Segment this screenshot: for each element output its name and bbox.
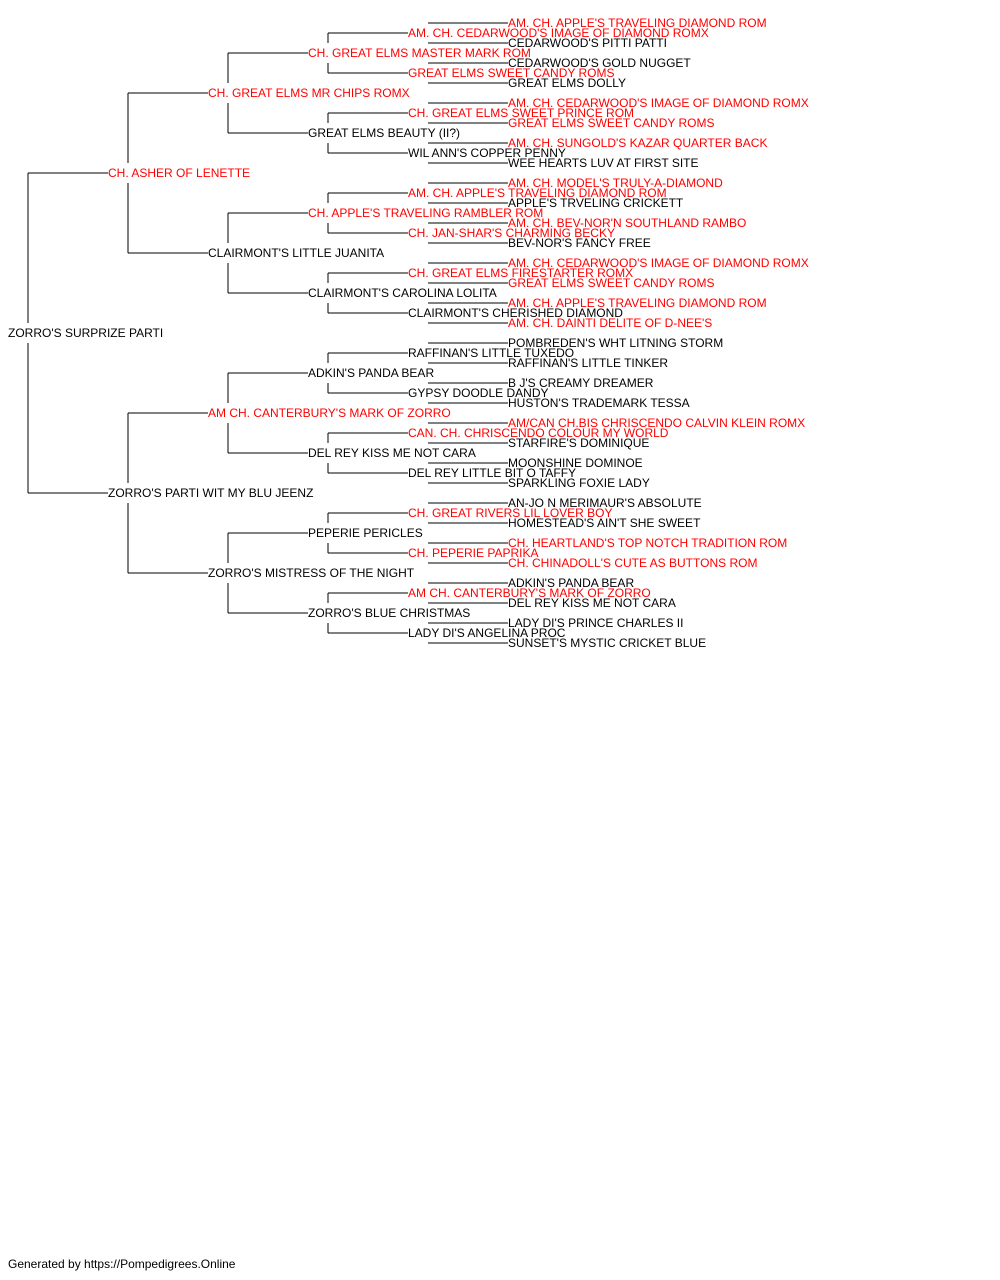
undefined-name-champion: AM. CH. DAINTI DELITE OF D-NEE'S — [508, 316, 712, 330]
undefined-name-champion: CH. HEARTLAND'S TOP NOTCH TRADITION ROM — [508, 536, 787, 550]
grandparent-name: CLAIRMONT'S LITTLE JUANITA — [208, 246, 384, 260]
great-grandparent-name-champion: CH. GREAT ELMS MASTER MARK ROM — [308, 46, 531, 60]
undefined-name: AN-JO N MERIMAUR'S ABSOLUTE — [508, 496, 702, 510]
undefined-name: RAFFINAN'S LITTLE TINKER — [508, 356, 668, 370]
undefined-name: SPARKLING FOXIE LADY — [508, 476, 650, 490]
undefined-name-champion: AM. CH. CEDARWOOD'S IMAGE OF DIAMOND ROM… — [508, 256, 809, 270]
undefined-name: BEV-NOR'S FANCY FREE — [508, 236, 651, 250]
great-great-grandparent-name: DEL REY LITTLE BIT O TAFFY — [408, 466, 576, 480]
grandparent-name: ZORRO'S MISTRESS OF THE NIGHT — [208, 566, 415, 580]
undefined-name: STARFIRE'S DOMINIQUE — [508, 436, 649, 450]
undefined-name: APPLE'S TRVELING CRICKETT — [508, 196, 684, 210]
undefined-name: HOMESTEAD'S AIN'T SHE SWEET — [508, 516, 701, 530]
great-grandparent-name-champion: CH. APPLE'S TRAVELING RAMBLER ROM — [308, 206, 543, 220]
undefined-name: DEL REY KISS ME NOT CARA — [508, 596, 676, 610]
great-grandparent-name: GREAT ELMS BEAUTY (II?) — [308, 126, 460, 140]
undefined-name-champion: AM. CH. MODEL'S TRULY-A-DIAMOND — [508, 176, 723, 190]
great-great-grandparent-name-champion: AM. CH. APPLE'S TRAVELING DIAMOND ROM — [408, 186, 667, 200]
subject-name: ZORRO'S SURPRIZE PARTI — [8, 326, 163, 340]
great-grandparent-name: DEL REY KISS ME NOT CARA — [308, 446, 476, 460]
great-great-grandparent-name: WIL ANN'S COPPER PENNY — [408, 146, 566, 160]
undefined-name: HUSTON'S TRADEMARK TESSA — [508, 396, 690, 410]
undefined-name-champion: AM. CH. APPLE'S TRAVELING DIAMOND ROM — [508, 296, 767, 310]
undefined-name-champion: AM. CH. APPLE'S TRAVELING DIAMOND ROM — [508, 16, 767, 30]
undefined-name-champion: GREAT ELMS SWEET CANDY ROMS — [508, 116, 714, 130]
great-great-grandparent-name-champion: AM. CH. CEDARWOOD'S IMAGE OF DIAMOND ROM… — [408, 26, 709, 40]
undefined-name: CEDARWOOD'S PITTI PATTI — [508, 36, 667, 50]
undefined-name-champion: CH. CHINADOLL'S CUTE AS BUTTONS ROM — [508, 556, 757, 570]
great-great-grandparent-name: LADY DI'S ANGELINA PROC — [408, 626, 566, 640]
great-great-grandparent-name-champion: AM CH. CANTERBURY'S MARK OF ZORRO — [408, 586, 651, 600]
undefined-name-champion: AM. CH. SUNGOLD'S KAZAR QUARTER BACK — [508, 136, 767, 150]
undefined-name: B J'S CREAMY DREAMER — [508, 376, 654, 390]
great-great-grandparent-name-champion: CH. GREAT ELMS SWEET PRINCE ROM — [408, 106, 634, 120]
great-great-grandparent-name: CLAIRMONT'S CHERISHED DIAMOND — [408, 306, 623, 320]
great-grandparent-name: CLAIRMONT'S CAROLINA LOLITA — [308, 286, 497, 300]
great-grandparent-name: ZORRO'S BLUE CHRISTMAS — [308, 606, 470, 620]
great-great-grandparent-name-champion: CH. GREAT ELMS FIRESTARTER ROMX — [408, 266, 633, 280]
undefined-name: GREAT ELMS DOLLY — [508, 76, 626, 90]
great-grandparent-name: PEPERIE PERICLES — [308, 526, 423, 540]
undefined-name: MOONSHINE DOMINOE — [508, 456, 643, 470]
undefined-name: ADKIN'S PANDA BEAR — [508, 576, 634, 590]
footer-credit: Generated by https://Pompedigrees.Online — [8, 1257, 236, 1271]
grandparent-name-champion: AM CH. CANTERBURY'S MARK OF ZORRO — [208, 406, 451, 420]
undefined-name: POMBREDEN'S WHT LITNING STORM — [508, 336, 723, 350]
great-great-grandparent-name-champion: CH. PEPERIE PAPRIKA — [408, 546, 538, 560]
great-great-grandparent-name: GYPSY DOODLE DANDY — [408, 386, 548, 400]
undefined-name: SUNSET'S MYSTIC CRICKET BLUE — [508, 636, 706, 650]
great-great-grandparent-name-champion: CH. GREAT RIVERS LIL LOVER BOY — [408, 506, 613, 520]
undefined-name: LADY DI'S PRINCE CHARLES II — [508, 616, 683, 630]
grandparent-name-champion: CH. GREAT ELMS MR CHIPS ROMX — [208, 86, 410, 100]
great-great-grandparent-name: RAFFINAN'S LITTLE TUXEDO — [408, 346, 574, 360]
great-great-grandparent-name-champion: GREAT ELMS SWEET CANDY ROMS — [408, 66, 614, 80]
undefined-name: CEDARWOOD'S GOLD NUGGET — [508, 56, 691, 70]
undefined-name-champion: AM/CAN CH.BIS CHRISCENDO CALVIN KLEIN RO… — [508, 416, 805, 430]
great-grandparent-name: ADKIN'S PANDA BEAR — [308, 366, 434, 380]
parent-name-champion: CH. ASHER OF LENETTE — [108, 166, 250, 180]
great-great-grandparent-name-champion: CAN. CH. CHRISCENDO COLOUR MY WORLD — [408, 426, 669, 440]
undefined-name-champion: AM. CH. BEV-NOR'N SOUTHLAND RAMBO — [508, 216, 746, 230]
undefined-name-champion: GREAT ELMS SWEET CANDY ROMS — [508, 276, 714, 290]
parent-name: ZORRO'S PARTI WIT MY BLU JEENZ — [108, 486, 313, 500]
great-great-grandparent-name-champion: CH. JAN-SHAR'S CHARMING BECKY — [408, 226, 615, 240]
undefined-name-champion: AM. CH. CEDARWOOD'S IMAGE OF DIAMOND ROM… — [508, 96, 809, 110]
undefined-name: WEE HEARTS LUV AT FIRST SITE — [508, 156, 699, 170]
